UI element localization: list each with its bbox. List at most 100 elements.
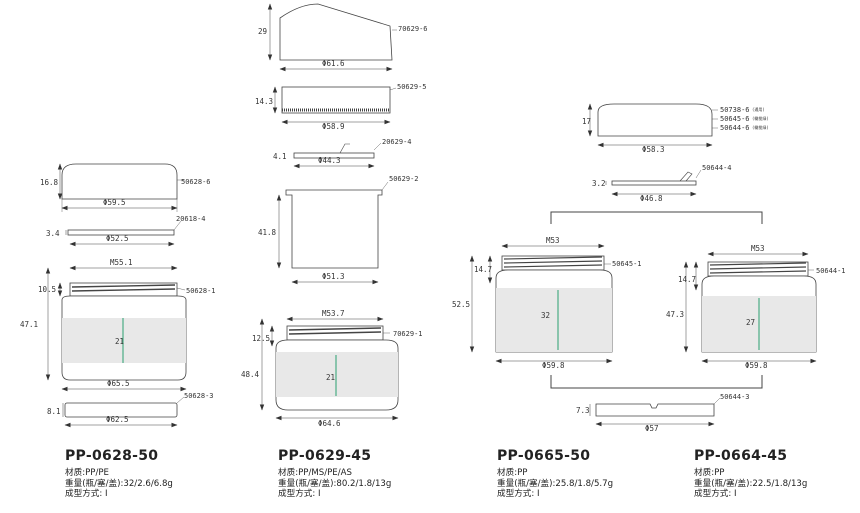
part-shared-plug: 50644-4 [702,164,732,172]
dim-base-height: 8.1 [47,407,61,416]
fill-level [496,288,612,352]
dim-neck-height: 10.5 [38,285,56,294]
product-label-pp-0628-50: PP-0628-50 材质:PP/PE 重量(瓶/塞/盖):32/2.6/6.8… [65,448,173,500]
dim-fill: 21 [326,373,335,382]
dim-plug-diameter: Φ52.5 [106,234,129,243]
forming-line: 成型方式: I [65,489,108,499]
part-plug: 20618-4 [176,215,206,223]
forming-line: 成型方式: I [278,489,321,499]
plug-outline [293,152,375,159]
part-top: 70629-6 [398,25,428,33]
forming-line: 成型方式: I [497,489,540,499]
fill-level [276,352,398,397]
weight-line: 重量(瓶/塞/盖):80.2/1.8/13g [278,478,392,489]
dim-shared-plug-height: 3.2 [592,179,606,188]
forming-line: 成型方式: I [694,489,737,499]
dim-top-height: 29 [258,27,267,36]
part-shared-base: 50644-3 [720,393,750,401]
note-shared-cap-3: (橄榄绿) [752,124,769,130]
dim-cap-diameter: Φ59.5 [103,198,126,207]
product-pp-0628-50-drawing [45,163,187,428]
weight-line: 重量(瓶/塞/盖):32/2.6/6.8g [65,478,173,489]
material-line: 材质:PP [497,468,528,478]
dim-neck-height: 14.7 [678,275,696,284]
dim-body-diameter: Φ59.8 [542,361,565,370]
dimension-labels: 16.8 Φ59.5 3.4 Φ52.5 M55.1 10.5 47.1 21 … [20,27,768,433]
inner-outline [285,189,383,269]
weight-line: 重量(瓶/塞/盖):22.5/1.8/13g [694,478,808,489]
dim-cap-height: 16.8 [40,178,59,187]
part-shared-cap-2: 50645-6 [720,115,750,123]
product-label-pp-0665-50: PP-0665-50 材质:PP 重量(瓶/塞/盖):25.8/1.8/5.7g… [497,448,613,500]
part-jar: 70629-1 [393,330,423,338]
note-shared-cap-1: (通用) [752,106,765,112]
dim-thread: M53 [751,244,765,253]
fill-level [62,318,186,363]
dim-top-diameter: Φ61.6 [322,59,345,68]
part-plug: 20629-4 [382,138,412,146]
dim-neck-height: 12.5 [252,334,270,343]
part-cap: 50628-6 [181,178,211,186]
dim-fill: 27 [746,318,755,327]
product-pp-0664-45-drawing [683,251,817,364]
part-jar: 50628-1 [186,287,216,295]
dim-fill: 32 [541,311,550,320]
dim-body-diameter: Φ65.5 [107,379,130,388]
dim-plug-height: 4.1 [273,152,287,161]
part-base: 50628-3 [184,392,214,400]
part-shared-cap-1: 50738-6 [720,106,750,114]
product-label-pp-0664-45: PP-0664-45 材质:PP 重量(瓶/塞/盖):22.5/1.8/13g … [694,448,807,500]
material-line: 材质:PP/MS/PE/AS [278,468,352,478]
cap-outline [61,163,178,200]
top-outline [279,3,393,61]
part-ring: 50629-5 [397,83,427,91]
dim-body-height: 52.5 [452,300,470,309]
shared-base-outline [595,403,715,417]
material-line: 材质:PP/PE [65,468,109,478]
dim-shared-base-diameter: Φ57 [645,424,659,433]
product-pp-0629-45-drawing [259,3,399,421]
plug-outline [67,229,175,236]
model-name: PP-0664-45 [694,448,788,464]
dim-shared-cap-diameter: Φ58.3 [642,145,665,154]
dim-ring-diameter: Φ58.9 [322,122,345,131]
part-number-labels: 50628-6 20618-4 50628-1 50628-3 70629-6 … [176,25,846,401]
model-name: PP-0665-50 [497,448,591,464]
material-line: 材质:PP [694,468,725,478]
dim-body-height: 48.4 [241,370,260,379]
dim-body-height: 47.1 [20,320,38,329]
weight-line: 重量(瓶/塞/盖):25.8/1.8/5.7g [497,478,614,489]
dim-body-diameter: Φ59.8 [745,361,768,370]
part-jar: 50644-1 [816,267,846,275]
shared-components-drawing [550,103,763,427]
top-bracket [550,211,763,224]
model-name: PP-0628-50 [65,448,159,464]
dim-fill: 21 [115,337,124,346]
part-jar: 50645-1 [612,260,642,268]
dim-shared-plug-diameter: Φ46.8 [640,194,663,203]
dim-neck-height: 14.7 [474,265,492,274]
dim-inner-height: 41.8 [258,228,277,237]
dim-shared-base-height: 7.3 [576,406,590,415]
bottom-bracket [550,375,763,389]
dim-base-diameter: Φ62.5 [106,415,129,424]
shared-cap-outline [597,103,713,137]
dim-body-height: 47.3 [666,310,684,319]
part-shared-cap-3: 50644-6 [720,124,750,132]
dim-ring-height: 14.3 [255,97,273,106]
dim-plug-diameter: Φ44.3 [318,156,341,165]
dim-inner-diameter: Φ51.3 [322,272,345,281]
dim-shared-cap-height: 17 [582,117,591,126]
product-label-pp-0629-45: PP-0629-45 材质:PP/MS/PE/AS 重量(瓶/塞/盖):80.2… [278,448,391,500]
dim-plug-height: 3.4 [46,229,60,238]
dim-thread: M55.1 [110,258,133,267]
dim-body-diameter: Φ64.6 [318,419,341,428]
part-inner: 50629-2 [389,175,419,183]
note-shared-cap-2: (橄榄绿) [752,115,769,121]
shared-plug-outline [611,180,697,186]
base-outline [64,402,178,418]
dim-thread: M53.7 [322,309,345,318]
dim-thread: M53 [546,236,560,245]
product-pp-0665-50-drawing [469,243,613,364]
